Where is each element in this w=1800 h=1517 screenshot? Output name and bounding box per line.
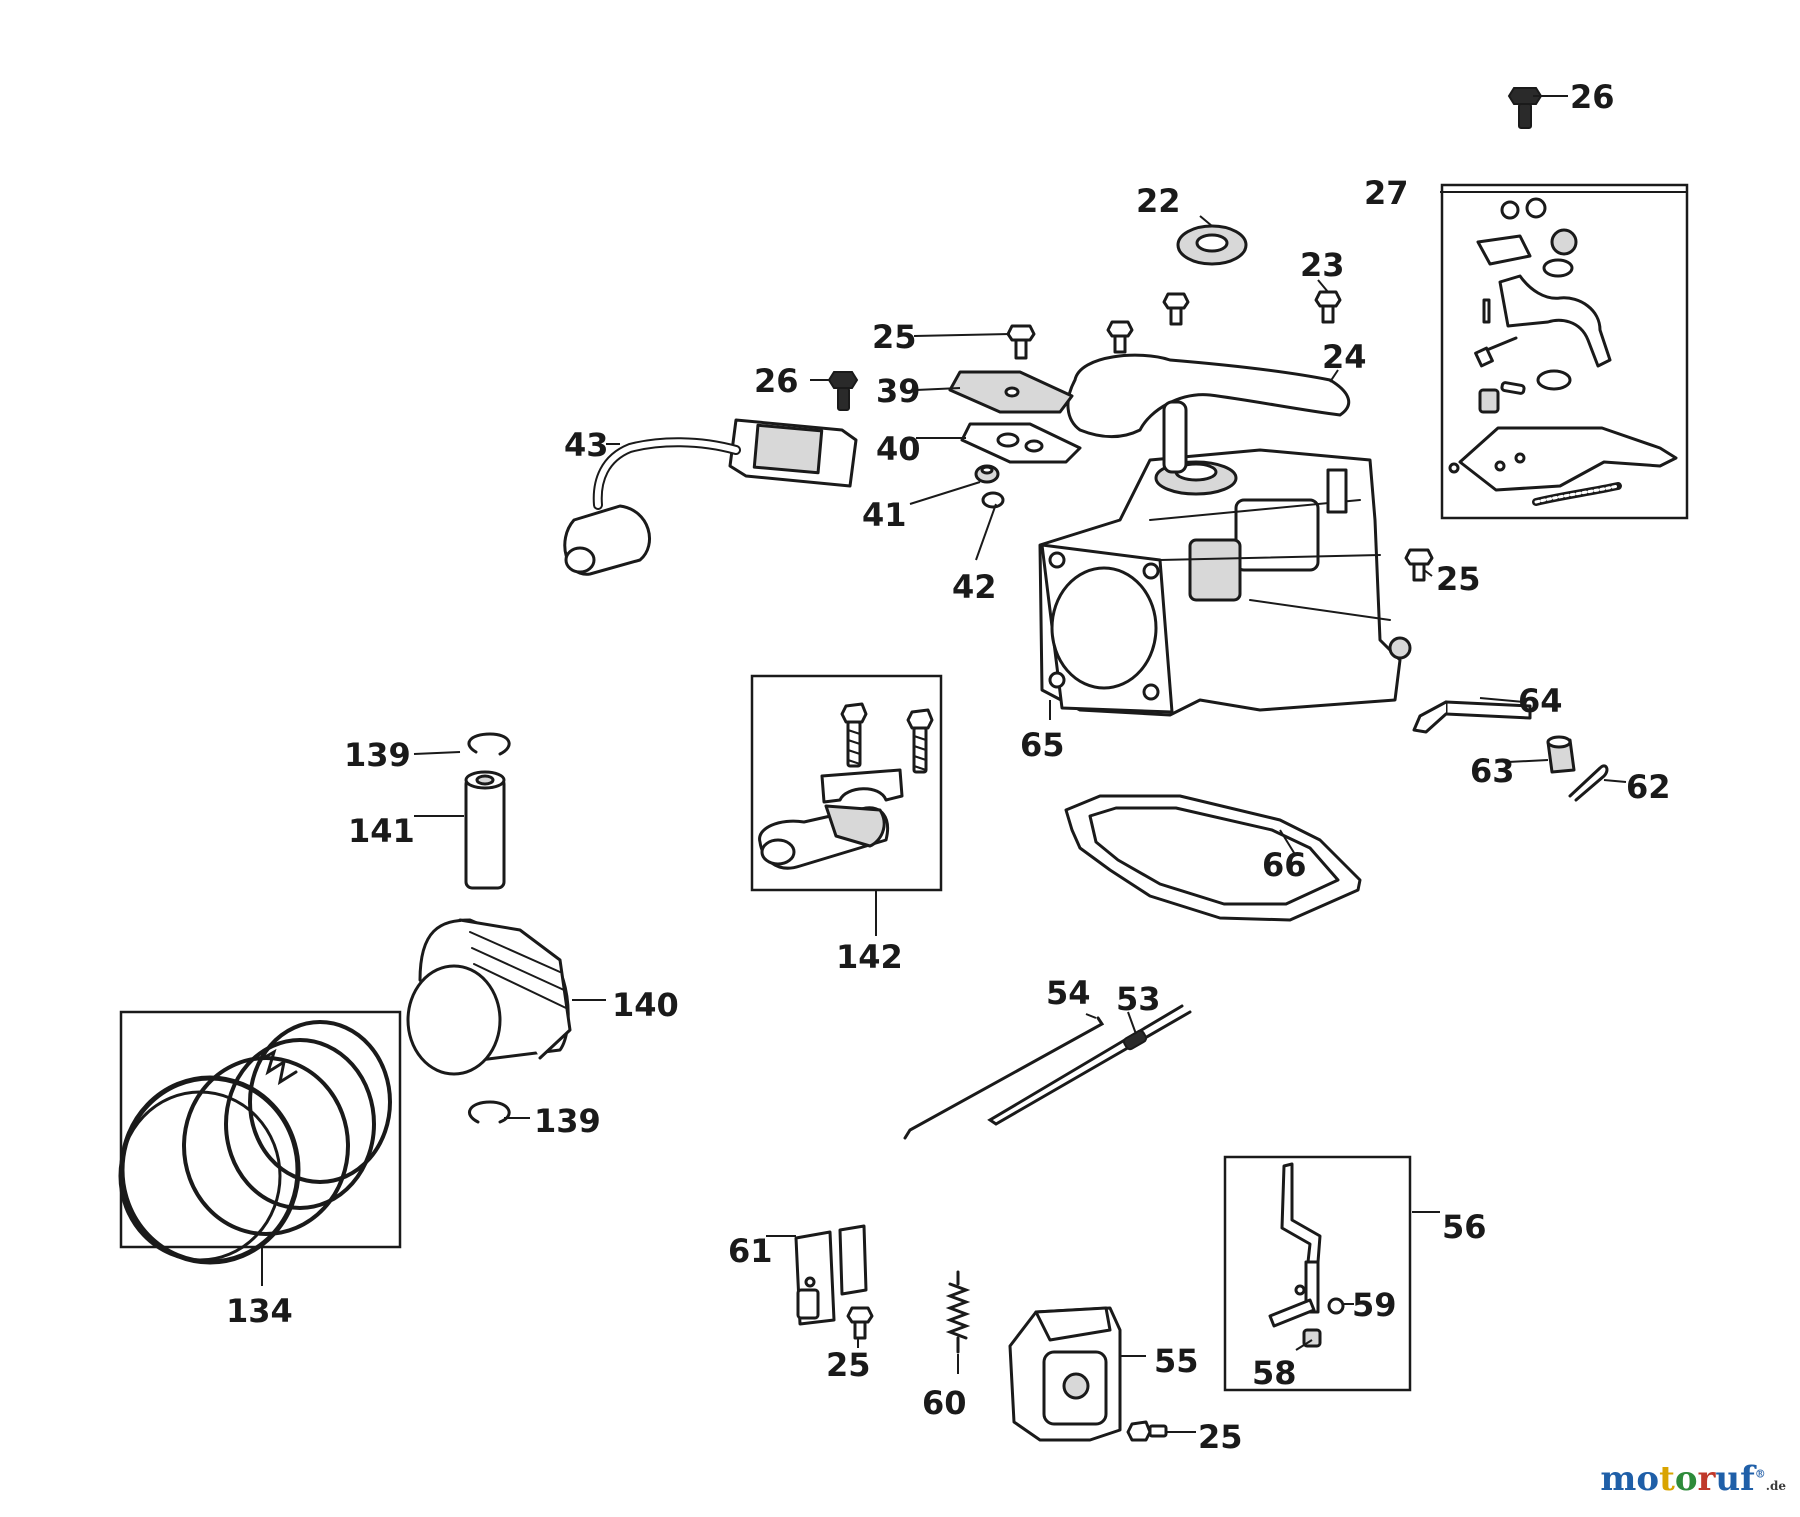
cover-plate-39 [948,370,1074,414]
watermark-letter: o [1636,1459,1660,1499]
bushing-63 [1546,735,1576,774]
cotter-pin-62 [1568,764,1609,802]
watermark-registered-mark: ® [1754,1467,1766,1481]
oil-seal-22 [1176,224,1248,266]
watermark-letter: o [1674,1459,1698,1499]
bolt-25-c [846,1306,874,1340]
spring-link-53 [987,1004,1192,1126]
watermark-letter: t [1659,1459,1675,1499]
callout-64: 64 [1518,682,1563,720]
seal-42 [981,491,1005,509]
callout-61: 61 [728,1232,773,1270]
callout-25-d: 25 [1198,1418,1243,1456]
air-filter-55 [1008,1306,1122,1442]
bolt-24-a [1162,292,1190,326]
callout-54: 54 [1046,974,1091,1012]
crankcase-gasket-66 [1064,794,1362,922]
watermark-letter: r [1697,1459,1716,1499]
gasket-plate-40 [960,422,1082,464]
callout-25-a: 25 [872,318,917,356]
governor-shaft-64 [1412,700,1532,734]
piston-rings-134 [118,1020,392,1265]
callout-39: 39 [876,372,921,410]
callout-56: 56 [1442,1208,1487,1246]
connecting-rod-142 [758,702,934,870]
watermark-letter: f [1740,1459,1755,1499]
bolt-25-b [1404,548,1434,582]
group-box-142 [750,674,943,892]
group-box-134 [119,1010,402,1249]
callout-23: 23 [1300,246,1345,284]
callout-139-a: 139 [344,736,411,774]
callout-25-b: 25 [1436,560,1481,598]
callout-58: 58 [1252,1354,1297,1392]
governor-lever-assembly-27 [1448,197,1678,506]
callout-26-b: 26 [754,362,799,400]
callout-24: 24 [1322,338,1367,376]
callout-55: 55 [1154,1342,1199,1380]
callout-41: 41 [862,496,907,534]
watermark-letter: m [1600,1459,1637,1499]
callout-43: 43 [564,426,609,464]
circlip-139-top [467,732,511,756]
bolt-24-b [1106,320,1134,354]
callout-labels: 26 27 22 23 25 24 26 39 43 40 41 42 25 6… [226,78,1671,1456]
callout-40: 40 [876,430,921,468]
bracket-61 [794,1224,868,1326]
callout-65: 65 [1020,726,1065,764]
piston-pin-141 [464,770,506,890]
piston-140 [406,918,572,1076]
leader-lines [261,95,1686,1433]
callout-141: 141 [348,812,415,850]
callout-59: 59 [1352,1286,1397,1324]
callout-53: 53 [1116,980,1161,1018]
callout-66: 66 [1262,846,1307,884]
watermark-letter: u [1715,1459,1741,1499]
spring-41 [974,464,1000,484]
watermark-tld: .de [1765,1479,1786,1493]
callout-63: 63 [1470,752,1515,790]
group-box-27 [1440,183,1689,520]
control-lever-56 [1268,1162,1345,1348]
callout-140: 140 [612,986,679,1024]
circlip-139-bottom [468,1100,511,1124]
spring-60 [945,1270,971,1354]
bolt-25-d [1126,1420,1168,1442]
bolt-26-top [1507,87,1543,129]
callout-27: 27 [1364,174,1409,212]
callout-142: 142 [836,938,903,976]
ignition-coil-43 [563,418,858,576]
group-box-56 [1223,1155,1412,1392]
bolt-26-b [827,371,859,411]
callout-22: 22 [1136,182,1181,220]
bolt-25-a [1006,324,1036,360]
crankcase-65 [1038,400,1412,717]
governor-link-54 [903,1016,1105,1140]
callout-62: 62 [1626,768,1671,806]
callout-139-b: 139 [534,1102,601,1140]
callout-26-top: 26 [1570,78,1615,116]
callout-60: 60 [922,1384,967,1422]
bolt-23 [1314,290,1342,324]
motoruf-watermark-logo: motoruf®.de [1600,1459,1786,1499]
callout-134: 134 [226,1292,293,1330]
gasket-24 [1066,353,1351,439]
callout-42: 42 [952,568,997,606]
callout-25-c: 25 [826,1346,871,1384]
